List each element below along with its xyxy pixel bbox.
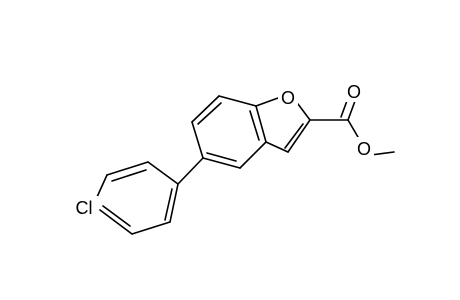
carbonyl-oxygen-atom: O — [344, 80, 364, 102]
bond — [164, 188, 173, 221]
bond — [347, 100, 356, 121]
atom-labels: Cl O O O — [70, 80, 374, 218]
bond — [297, 103, 311, 121]
atom-label-o-furan: O — [281, 88, 295, 108]
bond — [370, 151, 395, 156]
bond — [106, 161, 149, 176]
atom-label-cl: Cl — [76, 198, 93, 218]
bond — [218, 95, 257, 107]
atom-label-o-ester: O — [357, 139, 371, 159]
bond — [111, 169, 147, 182]
bond — [102, 205, 131, 227]
chlorine-atom: Cl — [70, 196, 98, 218]
bond — [131, 221, 171, 235]
bond-skeleton — [96, 95, 395, 235]
bond — [255, 97, 279, 107]
bond — [177, 157, 204, 185]
bond — [202, 157, 241, 169]
bond — [96, 174, 108, 198]
bond — [206, 152, 237, 162]
furan-oxygen-atom: O — [278, 88, 298, 110]
bond — [287, 119, 311, 153]
bond — [239, 141, 267, 169]
bond — [284, 123, 304, 149]
bond — [265, 141, 289, 153]
bond — [255, 105, 267, 143]
bond — [147, 161, 179, 185]
bond — [99, 209, 133, 235]
bond — [249, 110, 260, 141]
ester-oxygen-atom: O — [354, 137, 374, 159]
bond — [347, 119, 359, 138]
bond — [191, 95, 220, 123]
bond — [191, 121, 204, 159]
bond — [197, 102, 222, 125]
atom-label-o-carbonyl: O — [347, 82, 361, 102]
bond — [169, 183, 179, 223]
